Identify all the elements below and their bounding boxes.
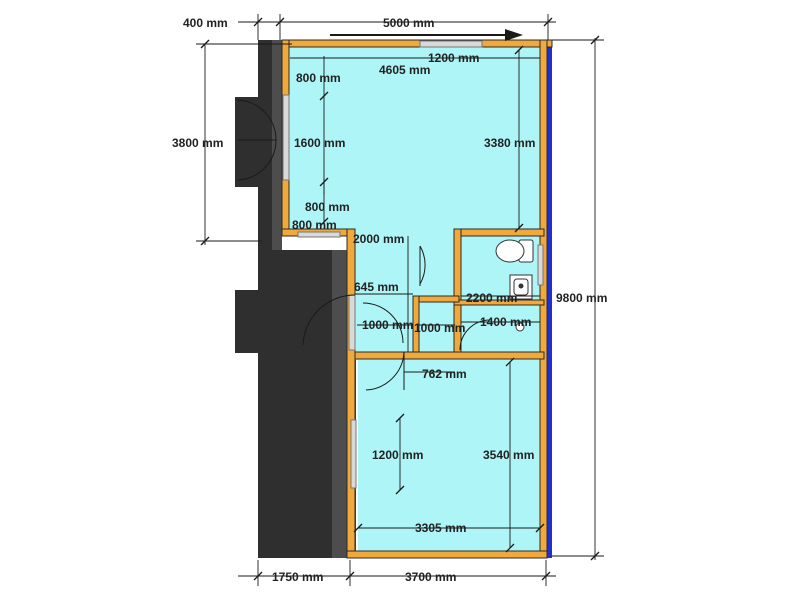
dim-hall-1000-a: 1000 mm — [362, 318, 413, 332]
dim-mid-2000: 2000 mm — [353, 232, 404, 246]
windows — [282, 40, 544, 489]
wall-right — [539, 39, 548, 559]
wall-hall-bottom — [354, 351, 545, 360]
door-bath-lower — [459, 319, 491, 351]
dim-window-1200: 1200 mm — [428, 51, 479, 65]
window-left-upper — [282, 94, 290, 181]
dim-mid-800: 800 mm — [305, 200, 350, 214]
dim-bottom-3700: 3700 mm — [405, 570, 456, 584]
wall-bath-left — [453, 228, 462, 357]
exterior-structures — [235, 40, 356, 558]
window-bath — [537, 244, 544, 286]
bathroom-fixtures — [495, 239, 534, 332]
dim-total-9800: 9800 mm — [556, 291, 607, 305]
door-swings — [236, 99, 491, 391]
wall-bath-top — [453, 228, 545, 237]
wall-left-lower — [346, 228, 356, 559]
window-step — [297, 231, 341, 238]
dim-hall-1000-b: 1000 mm — [414, 321, 465, 335]
direction-arrow-icon — [330, 29, 523, 41]
dim-small-800: 800 mm — [292, 218, 337, 232]
window-left-lower — [348, 294, 356, 351]
dim-bath-1400: 1400 mm — [480, 315, 531, 329]
dim-hall-645: 645 mm — [354, 280, 399, 294]
bedroom-floor — [358, 360, 546, 552]
wall-top — [281, 39, 553, 48]
dim-bath-2200: 2200 mm — [466, 291, 517, 305]
door-closet — [362, 302, 404, 344]
dim-bottom-1750: 1750 mm — [272, 570, 323, 584]
dim-top-400: 400 mm — [183, 16, 228, 30]
wall-bottom — [346, 550, 548, 559]
dim-mid-1600: 1600 mm — [294, 136, 345, 150]
door-upper-exterior — [236, 99, 277, 181]
dim-interior-4605: 4605 mm — [379, 63, 430, 77]
door-hall-lower — [365, 351, 405, 391]
dimension-labels: 400 mm 5000 mm 1200 mm 4605 mm 800 mm 38… — [172, 16, 607, 584]
window-top — [419, 40, 483, 48]
living-room-floor — [288, 47, 546, 230]
dim-top-5000: 5000 mm — [383, 16, 434, 30]
dark-wall-top-inner — [272, 40, 282, 255]
toilet-icon — [495, 239, 534, 263]
dark-pillar-upper — [235, 97, 258, 187]
dim-bed-3540: 3540 mm — [483, 448, 534, 462]
shower-drain-icon — [515, 322, 525, 332]
dim-right-3380: 3380 mm — [484, 136, 535, 150]
wall-closet-top — [412, 295, 460, 303]
sink-icon — [509, 274, 533, 300]
door-hall-entry — [419, 245, 426, 286]
exterior-blue-edge — [546, 42, 552, 558]
dim-left-800: 800 mm — [296, 71, 341, 85]
dim-hall-762: 762 mm — [422, 367, 467, 381]
dim-bed-1200: 1200 mm — [372, 448, 423, 462]
door-lower-exterior — [302, 294, 356, 346]
dark-pillar-lower — [235, 290, 258, 353]
dim-left-3800: 3800 mm — [172, 136, 223, 150]
window-bedroom — [350, 419, 357, 489]
dim-bed-3305: 3305 mm — [415, 521, 466, 535]
dimension-ticks — [200, 17, 600, 581]
